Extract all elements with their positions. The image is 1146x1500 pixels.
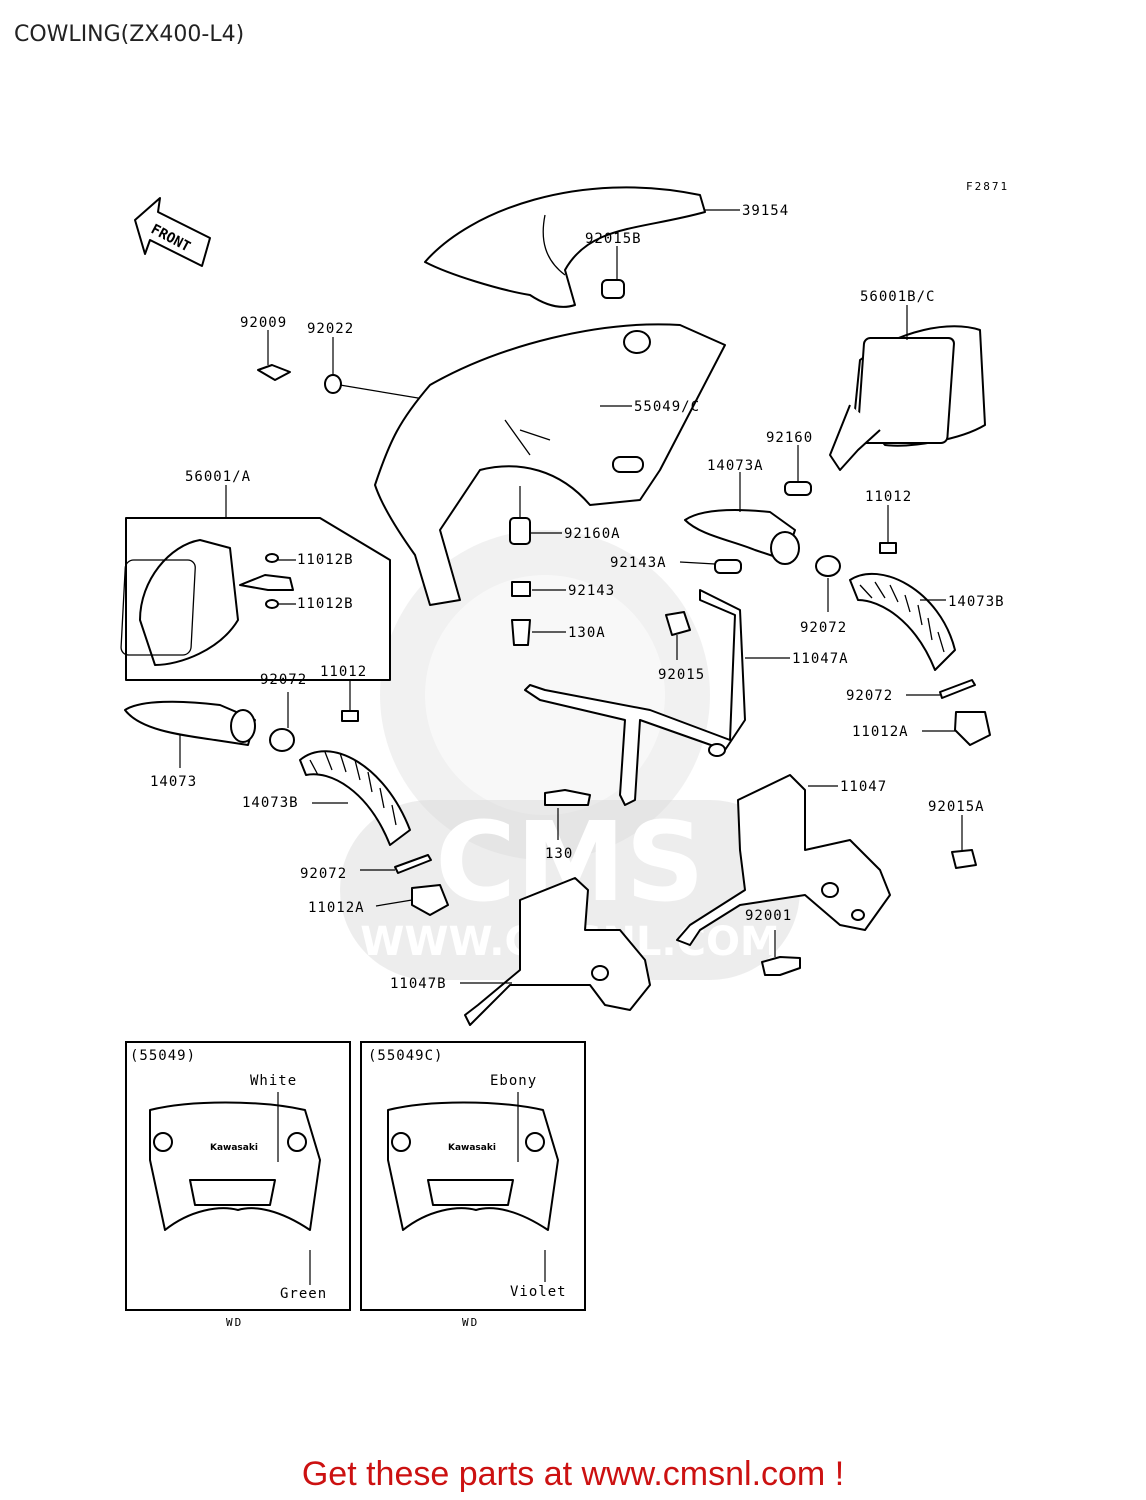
- part-label-14073: 14073: [150, 774, 197, 790]
- duct-14073-part: [124, 700, 256, 746]
- part-label-92072-l2: 92072: [300, 866, 347, 882]
- pad-11012-right-part: [879, 542, 897, 554]
- variant-box-55049: (55049) Kawasaki White Green WD: [125, 1041, 351, 1329]
- duct-14073a-part: [684, 509, 800, 565]
- part-label-11012-right: 11012: [865, 489, 912, 505]
- clamp-92072-right-part: [815, 555, 841, 577]
- part-label-92143: 92143: [568, 583, 615, 599]
- part-label-92022: 92022: [307, 321, 354, 337]
- part-label-11012b-1: 11012B: [297, 552, 354, 568]
- part-label-11047: 11047: [840, 779, 887, 795]
- part-label-130a: 130A: [568, 625, 606, 641]
- figure-code: F2871: [966, 180, 1009, 193]
- mirror-left-box: [120, 517, 391, 681]
- washer-92022-part: [324, 374, 342, 394]
- part-label-11012b-2: 11012B: [297, 596, 354, 612]
- nut-92015-part: [665, 611, 691, 636]
- part-label-14073b-right: 14073B: [948, 594, 1005, 610]
- pad-11012-left-part: [341, 710, 359, 722]
- part-label-11047b: 11047B: [390, 976, 447, 992]
- front-arrow-icon: FRONT: [134, 197, 211, 267]
- cap-11012a-left-part: [411, 884, 449, 916]
- grommet-92160a-part: [509, 517, 531, 545]
- grommet-92015b-part: [601, 279, 625, 299]
- part-label-92015b: 92015B: [585, 231, 642, 247]
- page-title: COWLING(ZX400-L4): [14, 22, 245, 47]
- bolt-130a-part: [511, 619, 531, 646]
- variant-color-top-2: Ebony: [490, 1073, 537, 1089]
- variant-code-2: (55049C): [368, 1048, 443, 1064]
- clip-92143a-part: [714, 559, 742, 574]
- part-label-92009: 92009: [240, 315, 287, 331]
- mirror-right-part: [829, 325, 986, 471]
- part-label-11012a-right: 11012A: [852, 724, 909, 740]
- part-label-92015: 92015: [658, 667, 705, 683]
- bracket-11047-part: [676, 774, 891, 946]
- variant-color-top-1: White: [250, 1073, 297, 1089]
- part-label-11012a-left: 11012A: [308, 900, 365, 916]
- part-label-56001bc: 56001B/C: [860, 289, 935, 305]
- variant-box-55049c: (55049C) Kawasaki Ebony Violet WD: [360, 1041, 586, 1329]
- stay-11047a-part: [524, 589, 746, 806]
- variant-color-bottom-1: Green: [280, 1286, 327, 1302]
- variant-logo-2: Kawasaki: [448, 1143, 496, 1153]
- part-label-92072-l1: 92072: [260, 672, 307, 688]
- part-label-14073a: 14073A: [707, 458, 764, 474]
- variant-code-1: (55049): [130, 1048, 196, 1064]
- variant-color-bottom-2: Violet: [510, 1284, 567, 1300]
- variant-market-2: WD: [462, 1316, 479, 1329]
- part-label-92015a: 92015A: [928, 799, 985, 815]
- part-label-11047a: 11047A: [792, 651, 849, 667]
- part-label-39154: 39154: [742, 203, 789, 219]
- clamp-92072-left-lower-part: [394, 854, 432, 874]
- bolt-92001-part: [761, 956, 801, 976]
- windshield-part: [424, 186, 706, 308]
- footer-link[interactable]: Get these parts at www.cmsnl.com !: [301, 1455, 845, 1493]
- part-label-55049c: 55049/C: [634, 399, 700, 415]
- bolt-92009-part: [257, 364, 291, 381]
- upper-cowl-part: [374, 323, 726, 606]
- cap-11012a-right-part: [954, 711, 991, 746]
- part-label-92072-r1: 92072: [800, 620, 847, 636]
- part-label-130: 130: [545, 846, 573, 862]
- nut-92143-part: [511, 581, 531, 597]
- bracket-11047b-part: [464, 877, 651, 1026]
- part-label-92160a: 92160A: [564, 526, 621, 542]
- part-label-92001: 92001: [745, 908, 792, 924]
- part-label-92072-r2: 92072: [846, 688, 893, 704]
- part-label-56001a: 56001/A: [185, 469, 251, 485]
- part-label-11012-left: 11012: [320, 664, 367, 680]
- nut-92015a-part: [951, 849, 977, 869]
- part-label-92143a: 92143A: [610, 555, 667, 571]
- hose-14073b-left-part: [299, 750, 411, 846]
- bolt-130-part: [544, 789, 591, 806]
- clip-92160-part: [784, 481, 812, 496]
- part-label-14073b-left: 14073B: [242, 795, 299, 811]
- variant-logo-1: Kawasaki: [210, 1143, 258, 1153]
- part-label-92160: 92160: [766, 430, 813, 446]
- clamp-92072-right-lower-part: [939, 679, 976, 699]
- hose-14073b-right-part: [849, 572, 956, 671]
- variant-market-1: WD: [226, 1316, 243, 1329]
- clamp-92072-left-part: [269, 728, 295, 752]
